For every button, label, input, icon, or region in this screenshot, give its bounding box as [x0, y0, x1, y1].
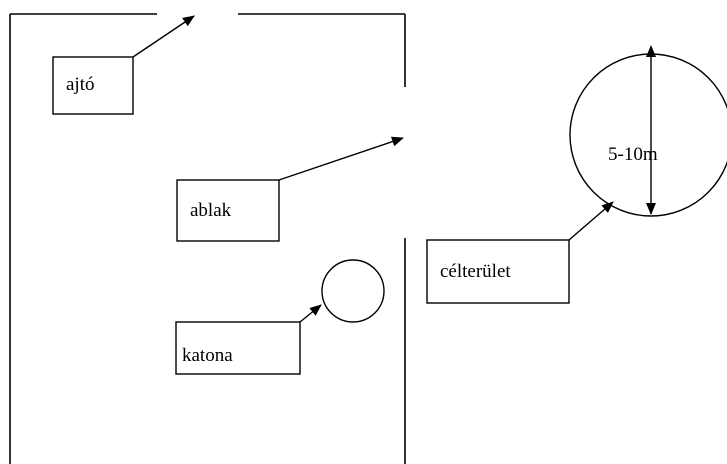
window-label: ablak [190, 200, 232, 221]
target-area-label-box [426, 239, 570, 304]
soldier-callout: katona [175, 259, 385, 375]
door-arrow [132, 15, 195, 58]
distance-label: 5-10m [608, 144, 658, 165]
target-area-label: célterület [440, 261, 511, 282]
door-callout: ajtó [52, 15, 195, 115]
soldier-circle [321, 259, 385, 323]
soldier-label: katona [182, 345, 233, 366]
soldier-label-clip [177, 365, 299, 373]
soldier-arrow [299, 304, 322, 323]
window-callout: ablak [176, 136, 404, 242]
door-label: ajtó [66, 74, 95, 95]
target-area-circle [569, 53, 727, 217]
window-arrow [278, 136, 404, 181]
target-area-callout: 5-10m célterület [426, 45, 727, 304]
target-area-arrow [568, 201, 614, 241]
door-label-box [52, 56, 134, 115]
window-label-box [176, 179, 280, 242]
